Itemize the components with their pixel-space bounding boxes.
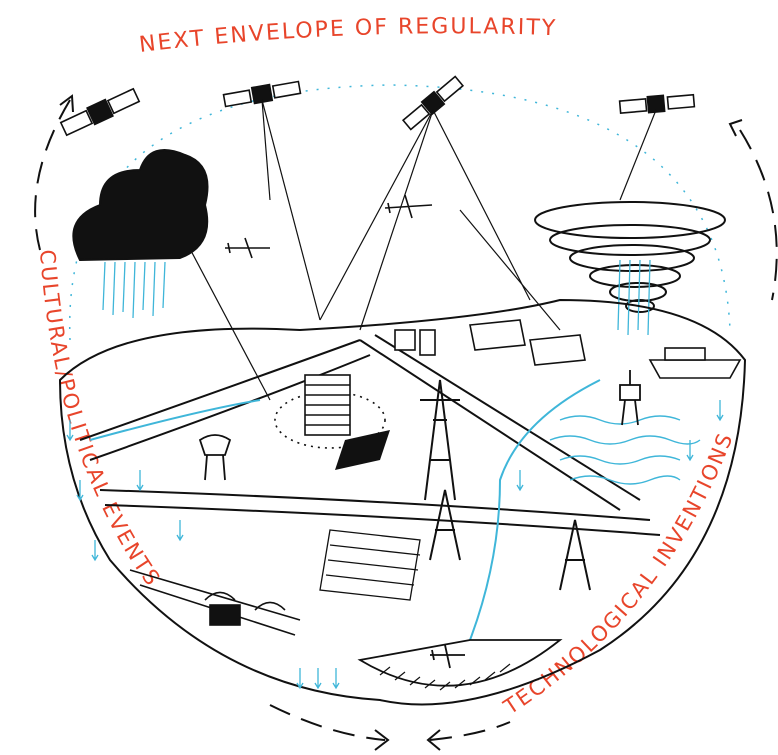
satellite-icon: [401, 75, 465, 131]
sky-dome: [69, 84, 731, 341]
airport: [129, 569, 301, 636]
arrowheads: [59, 94, 743, 751]
highways: [79, 334, 661, 536]
satellite-icon: [618, 93, 696, 114]
transmission-tower-icon: [429, 489, 461, 561]
left-label-text: CULTURAL/POLITICAL EVENTS: [35, 249, 163, 591]
water-tower-icon: [198, 434, 232, 481]
satellite-icon: [59, 87, 141, 137]
right-label-text: TECHNOLOGICAL INVENTIONS: [499, 429, 736, 720]
industrial-blocks: [394, 319, 586, 366]
platform-hatch: [379, 663, 511, 691]
top-label: NEXT ENVELOPE OF REGULARITY: [138, 14, 558, 58]
building-shadow: [335, 430, 390, 470]
bottom-right-arrow-path: [429, 721, 511, 741]
ground-disc: [58, 298, 747, 706]
satellite-icon: [222, 80, 302, 108]
arrowhead-right: [374, 729, 390, 751]
cycle-arrows: [34, 99, 778, 741]
arrowhead-left: [426, 729, 441, 751]
central-building: [274, 374, 386, 449]
oil-rig-icon: [619, 370, 641, 426]
signal-lines: [179, 99, 657, 401]
transmission-tower-icon: [420, 379, 460, 501]
rain-lines: [102, 261, 166, 319]
hurricane-rain: [617, 259, 651, 336]
storm-cloud-icon: [72, 149, 209, 262]
arrowhead-up-left: [59, 94, 74, 113]
arrowhead-up-right: [728, 119, 743, 137]
left-top-arrow-path: [34, 99, 71, 251]
airplane-icon: [430, 644, 465, 669]
left-label: CULTURAL/POLITICAL EVENTS: [35, 249, 165, 591]
cargo-ship-icon: [648, 347, 742, 379]
sea-waves: [549, 415, 701, 485]
transmission-tower-icon: [559, 519, 591, 591]
river: [89, 379, 601, 641]
runoff-arrows: [66, 400, 724, 690]
hatched-field: [319, 529, 421, 601]
right-top-arrow-path: [739, 129, 778, 301]
airplane-icon: [225, 237, 270, 259]
hurricane-icon: [534, 201, 726, 313]
right-label: TECHNOLOGICAL INVENTIONS: [499, 429, 738, 720]
bottom-left-arrow-path: [269, 704, 386, 741]
airplane-icon: [384, 194, 433, 219]
top-label-text: NEXT ENVELOPE OF REGULARITY: [138, 14, 556, 58]
